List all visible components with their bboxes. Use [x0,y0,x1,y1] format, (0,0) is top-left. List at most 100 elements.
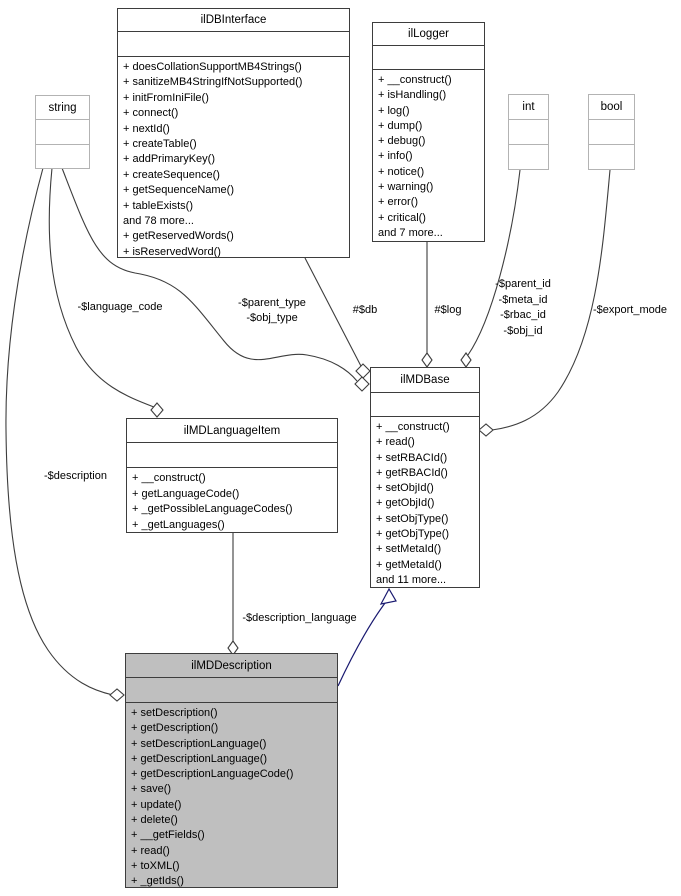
method-line: + connect() [123,107,179,120]
method-line: + __construct() [376,421,450,433]
edge-inheritance [337,598,389,687]
method-line: + delete() [131,814,178,827]
edge-db-aggregation [304,257,364,371]
edge-label-language-code: -$language_code [77,301,163,313]
method-line: and 7 more... [378,226,443,239]
method-line: + createSequence() [123,168,220,181]
method-line: + setObjType() [376,512,449,525]
method-line: + __getFields() [131,829,205,842]
edge-int-aggregation [467,169,521,356]
class-node-ilMDBase[interactable]: ilMDBase + __construct()+ read()+ setRBA… [370,367,480,588]
method-line: + getMetaId() [376,558,442,571]
method-line: + _getLanguages() [132,518,225,531]
method-line: + save() [131,783,172,796]
type-methods-empty [36,143,89,168]
method-line: + initFromIniFile() [123,91,209,104]
class-methods: + __construct() + read() + setRBACId() + ge… [371,417,479,587]
edge-label-line: -$rbac_id [500,309,546,322]
aggregation-diamond-language-code [150,402,164,418]
method-line: and 11 more... [376,573,447,586]
class-node-ilMDDescription[interactable]: ilMDDescription + setDescription() + getD… [125,653,338,888]
aggregation-diamond-log [421,352,433,368]
method-line: + isHandling() [378,89,447,102]
method-line: + nextId() [123,122,170,135]
method-line: + dump() [378,119,423,132]
type-title: int [522,101,535,113]
method-line: + setDescriptionLanguage() [131,737,267,750]
class-title: ilLogger [373,23,484,46]
method-line: + addPrimaryKey() [123,153,216,166]
method-line: + getObjId() [376,497,435,510]
class-methods: + __construct() + isHandling() + log() + du… [373,70,484,241]
edge-language-code-aggregation [48,167,155,408]
edge-description-aggregation [5,167,114,696]
edge-label-log: #$log [434,304,462,316]
edge-parent-type-aggregation [61,167,358,382]
method-line: + log() [378,104,410,117]
class-attributes-empty [118,32,349,57]
class-node-ilMDLanguageItem[interactable]: ilMDLanguageItem + __construct() + getLan… [126,418,338,533]
class-node-ilDBInterface[interactable]: ilDBInterface + doesCollationSupportMB4S… [117,8,350,258]
edge-label-line: -$parent_id [495,278,551,290]
method-line: + sanitizeMB4StringIfNotSupported() [123,76,303,89]
type-methods-empty [589,144,634,169]
method-line: + getLanguageCode() [132,487,240,500]
method-line: + _getIds() [131,875,184,887]
class-attributes-empty [373,46,484,70]
method-line: + isReservedWord() [123,245,221,257]
class-title: ilDBInterface [118,9,349,32]
type-attributes-empty [589,119,634,144]
class-title: ilMDDescription [126,654,337,678]
aggregation-diamond-parent-type [354,376,370,392]
class-title: ilMDLanguageItem [127,419,337,443]
edge-label-base-ids: -$parent_id -$meta_id -$rbac_id -$obj_id [478,277,568,339]
edge-label-export-mode: -$export_mode [593,304,667,316]
method-line: + __construct() [132,472,206,484]
edge-label-description-language: -$description_language [242,612,357,624]
edge-label-line: -$meta_id [498,293,548,306]
inheritance-arrowhead [379,587,397,605]
method-line: + setMetaId() [376,543,442,556]
method-line: + warning() [378,181,434,194]
type-attributes-empty [509,119,548,144]
method-line: + tableExists() [123,199,193,212]
edge-label-line: -$obj_id [503,324,543,337]
method-line: + getRBACId() [376,466,448,479]
aggregation-diamond-export-mode [478,423,494,437]
method-line: + getDescription() [131,722,219,735]
edge-bool-aggregation [491,169,611,431]
method-line: + notice() [378,165,425,178]
edge-label-line: -$obj_type [246,311,298,324]
type-title: string [48,101,77,114]
aggregation-diamond-description [109,688,125,702]
aggregation-diamond-int [460,352,472,368]
method-line: + __construct() [378,74,452,86]
class-node-ilLogger[interactable]: ilLogger + __construct()+ isHandling()+ … [372,22,485,242]
method-line: + read() [131,844,170,857]
type-title: bool [600,101,623,113]
method-line: and 78 more... [123,215,194,228]
method-line: + read() [376,436,415,449]
type-node-string[interactable]: string [35,95,90,169]
edge-label-parent-type: -$parent_type-$obj_type [222,296,322,325]
method-line: + _getPossibleLanguageCodes() [132,503,293,516]
method-line: + info() [378,150,413,163]
method-line: + getReservedWords() [123,230,234,243]
method-line: + setDescription() [131,707,218,719]
class-methods: + __construct() + getLanguageCode() + _get… [127,468,337,532]
type-node-int[interactable]: int [508,94,549,170]
class-methods: + doesCollationSupportMB4Strings()+ sani… [118,57,349,257]
method-line: + setObjId() [376,482,434,495]
method-line: + toXML() [131,859,180,872]
class-attributes-empty [371,393,479,417]
class-methods: + setDescription() + getDescription() + se… [126,703,337,887]
class-attributes-empty [127,443,337,468]
class-attributes-empty [126,678,337,703]
method-line: + setRBACId() [376,451,448,464]
method-line: + getDescriptionLanguage() [131,752,268,765]
type-node-bool[interactable]: bool [588,94,635,170]
method-line: + createTable() [123,138,197,151]
method-line: + debug() [378,135,426,148]
